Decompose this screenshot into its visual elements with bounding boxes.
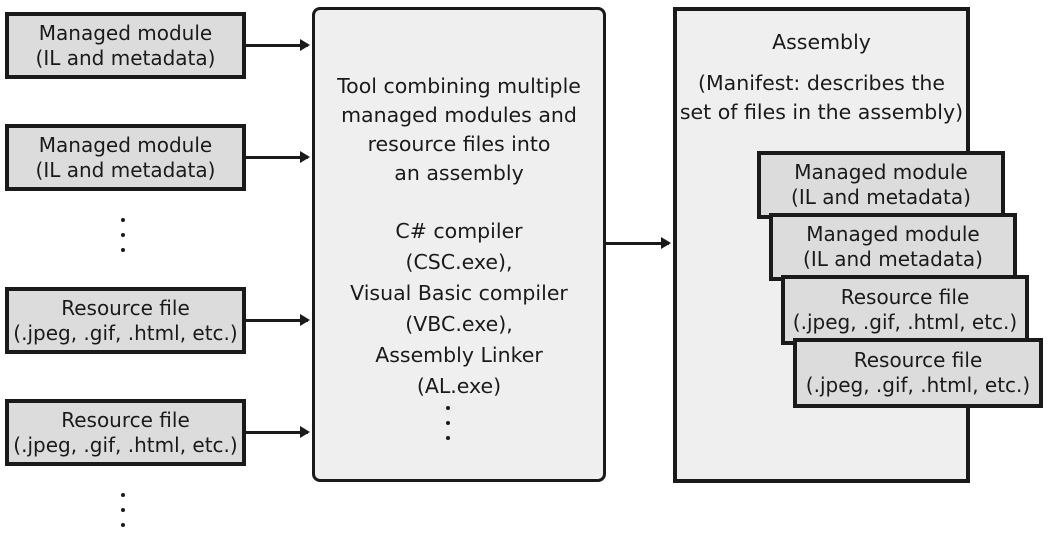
tool-al-exe: (AL.exe) (416, 374, 502, 398)
box-subtitle: (IL and metadata) (791, 185, 971, 209)
assembly-title: Assembly (772, 30, 871, 54)
tool-csc-name: C# compiler (395, 219, 523, 243)
arrow-right-icon (246, 426, 310, 438)
box-title: Managed module (794, 160, 968, 184)
ellipsis-more-resources (121, 493, 125, 538)
box-title: Resource file (61, 295, 190, 320)
box-subtitle: (.jpeg, .gif, .html, etc.) (805, 373, 1031, 397)
desc-line: managed modules and (341, 103, 577, 127)
arrow-right-icon (246, 151, 310, 163)
box-title: Managed module (38, 20, 213, 45)
tool-csc-exe: (CSC.exe), (405, 250, 513, 274)
tool-box: Tool combining multiple managed modules … (312, 7, 606, 482)
tool-list: C# compiler (CSC.exe), Visual Basic comp… (315, 216, 603, 402)
tool-al-name: Assembly Linker (375, 343, 543, 367)
desc-line: resource files into (367, 132, 551, 156)
assembly-managed-module-2: Managed module (IL and metadata) (769, 213, 1017, 281)
desc-line: Tool combining multiple (337, 74, 581, 98)
box-subtitle: (IL and metadata) (35, 45, 216, 70)
manifest-line: set of files in the assembly) (679, 100, 964, 124)
input-managed-module-1: Managed module (IL and metadata) (5, 12, 246, 79)
input-managed-module-2: Managed module (IL and metadata) (5, 124, 246, 191)
box-title: Managed module (38, 132, 213, 157)
arrow-right-icon (246, 39, 310, 51)
assembly-manifest: (Manifest: describes the set of files in… (673, 69, 970, 127)
desc-line: an assembly (394, 161, 524, 185)
box-title: Resource file (61, 407, 190, 432)
tool-description: Tool combining multiple managed modules … (315, 72, 603, 188)
box-subtitle: (IL and metadata) (803, 247, 983, 271)
box-subtitle: (.jpeg, .gif, .html, etc.) (13, 432, 238, 457)
box-title: Managed module (806, 222, 980, 246)
manifest-line: (Manifest: describes the (697, 71, 946, 95)
box-subtitle: (IL and metadata) (35, 157, 216, 182)
arrow-right-icon (606, 237, 671, 249)
assembly-managed-module-1: Managed module (IL and metadata) (757, 151, 1005, 219)
tool-vbc-exe: (VBC.exe), (405, 312, 513, 336)
assembly-resource-file-1: Resource file (.jpeg, .gif, .html, etc.) (781, 275, 1029, 345)
box-title: Resource file (840, 285, 970, 309)
box-subtitle: (.jpeg, .gif, .html, etc.) (13, 320, 238, 345)
tool-vbc-name: Visual Basic compiler (350, 281, 568, 305)
assembly-resource-file-2: Resource file (.jpeg, .gif, .html, etc.) (793, 338, 1043, 408)
input-resource-file-2: Resource file (.jpeg, .gif, .html, etc.) (5, 399, 246, 466)
box-subtitle: (.jpeg, .gif, .html, etc.) (792, 310, 1018, 334)
ellipsis-more-modules (121, 218, 125, 263)
input-resource-file-1: Resource file (.jpeg, .gif, .html, etc.) (5, 287, 246, 354)
box-title: Resource file (853, 348, 983, 372)
ellipsis-more-tools (446, 406, 450, 451)
arrow-right-icon (246, 314, 310, 326)
